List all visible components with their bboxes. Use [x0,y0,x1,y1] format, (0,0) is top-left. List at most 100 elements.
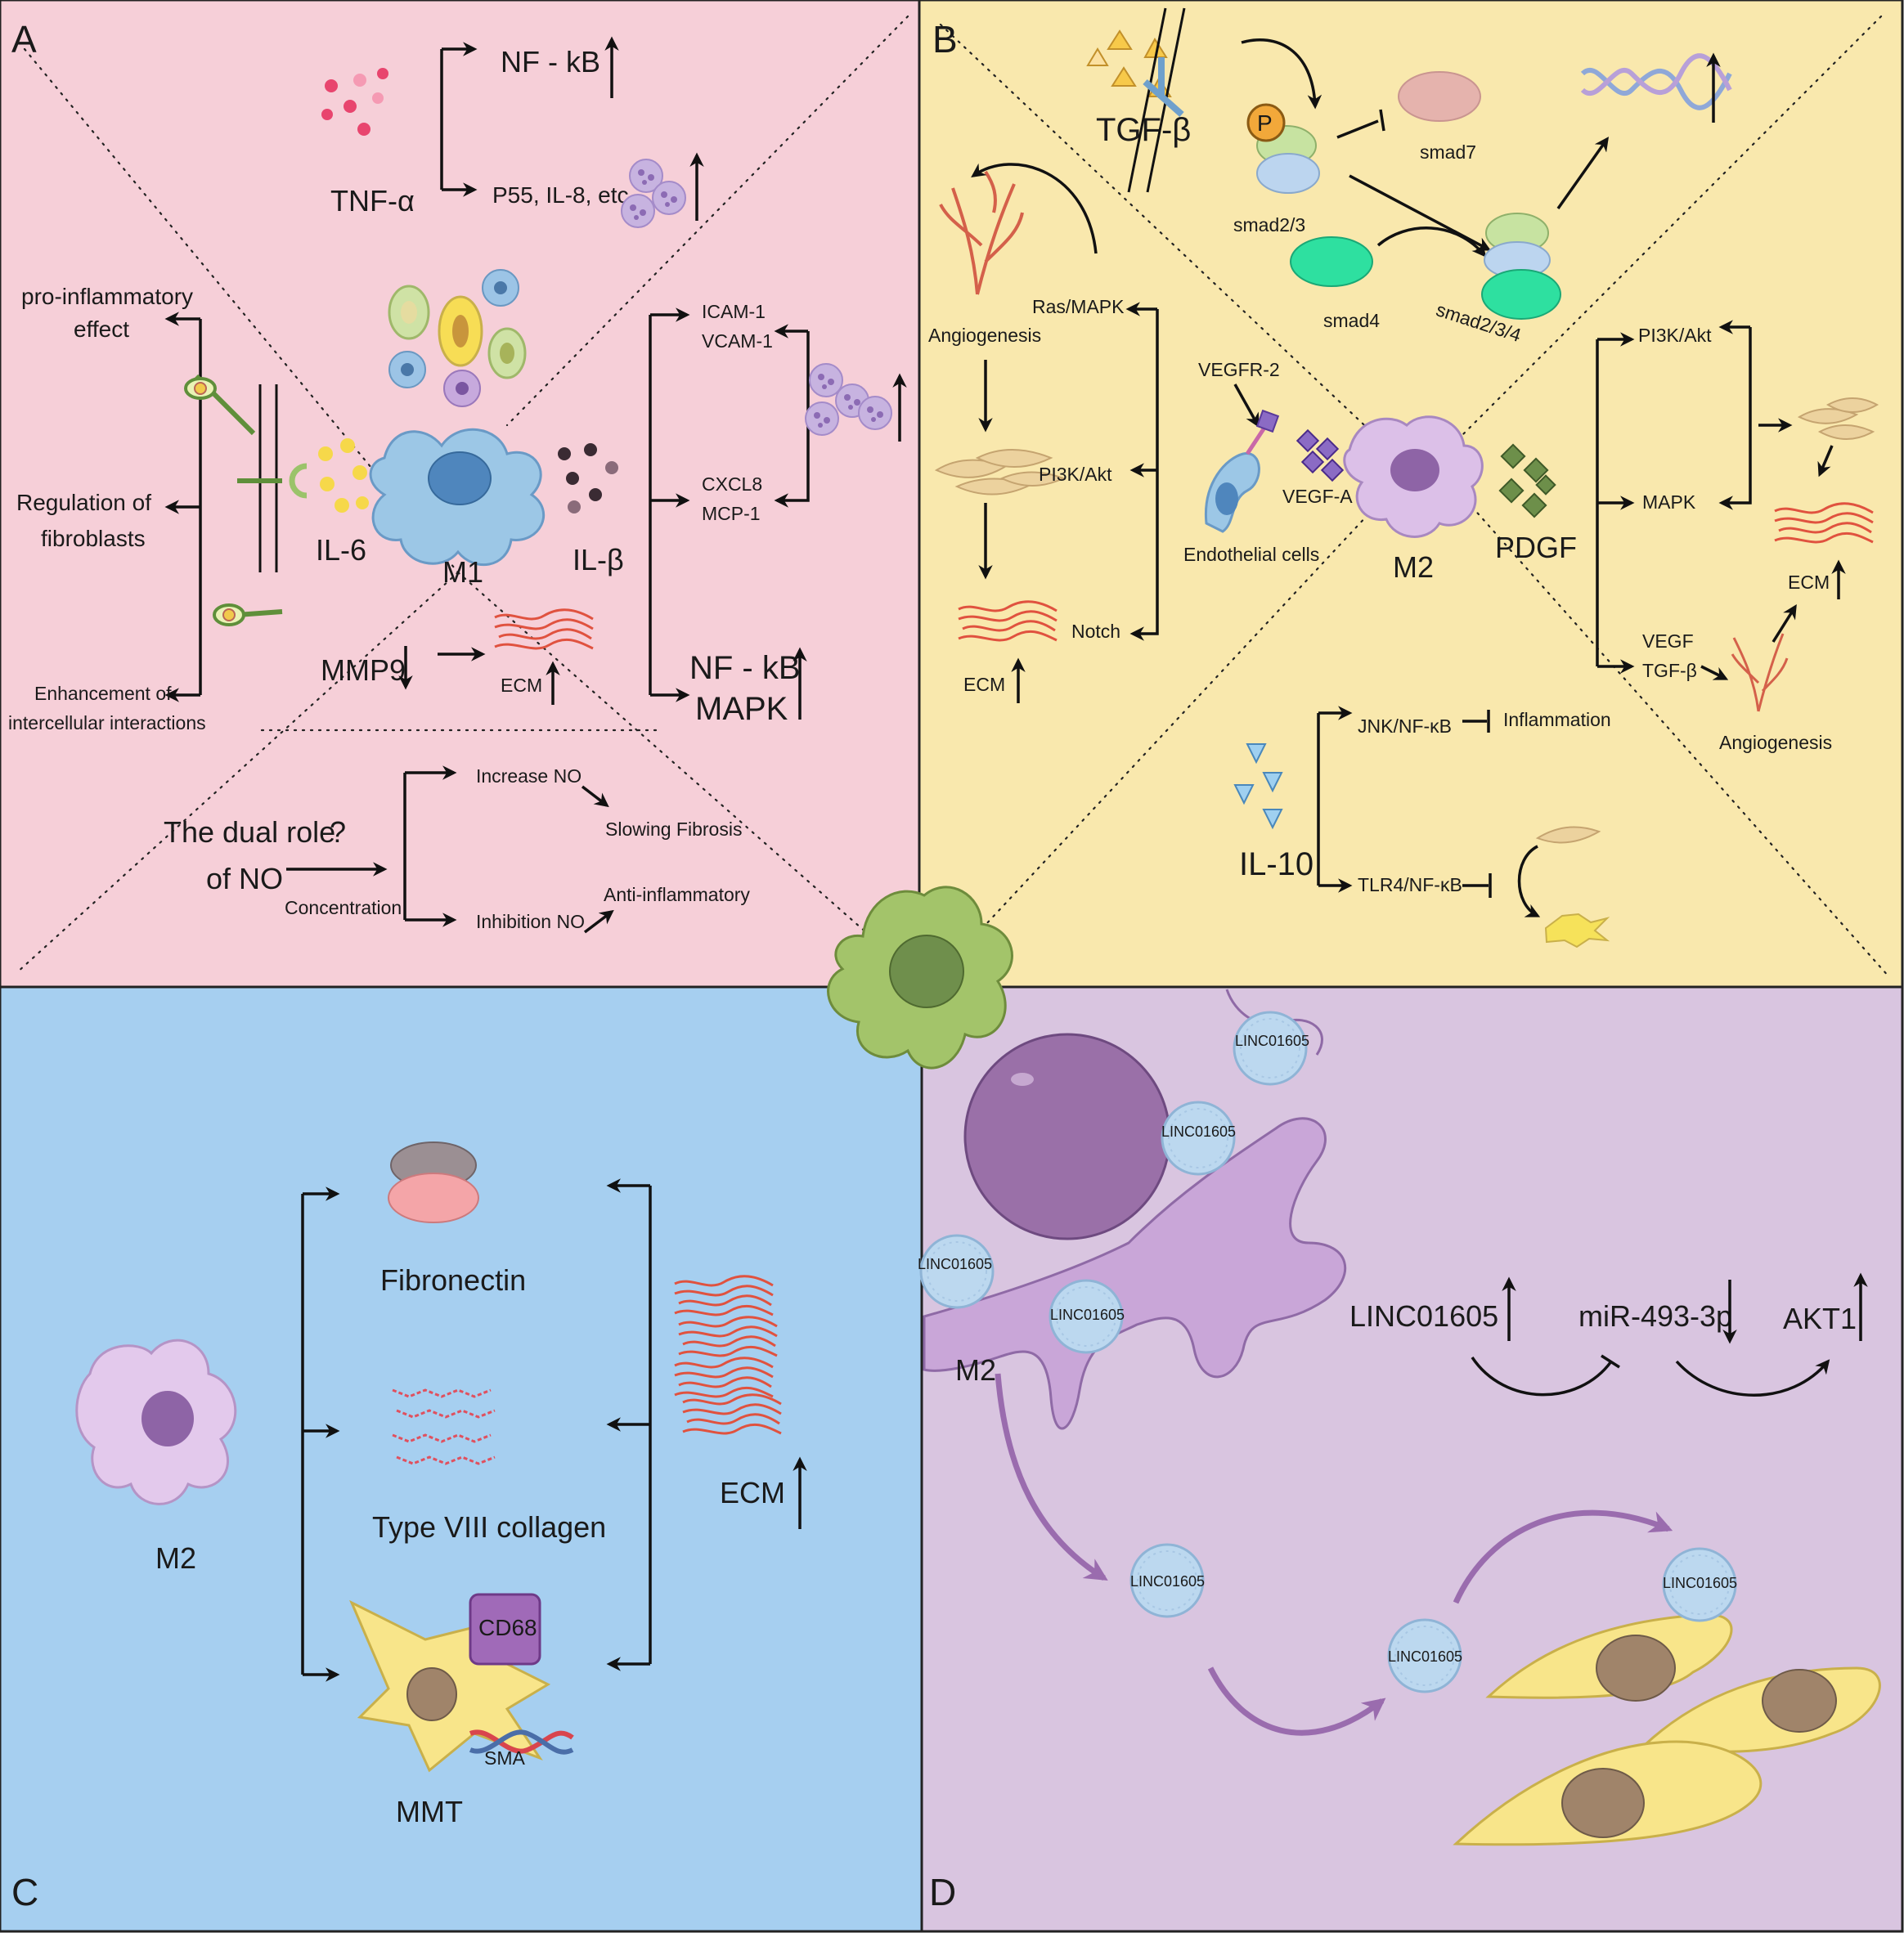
tnf-alpha-label: TNF-α [330,184,415,218]
vcam1-label: VCAM-1 [702,330,773,352]
il1-label: IL-β [573,543,624,576]
collagen-label: Type VIII collagen [372,1510,606,1544]
enhancement-line1: Enhancement of [34,683,172,704]
smad7-label: smad7 [1420,141,1476,163]
enhancement-line2: intercellular interactions [8,712,206,733]
sma-label: SMA [484,1747,526,1769]
exosome-1-label: LINC01605 [1235,1033,1309,1049]
mmt-label: MMT [396,1795,463,1828]
il1-molecules [558,443,618,514]
regulation-line1: Regulation of [16,490,151,515]
m2-d-label: M2 [955,1353,996,1387]
il10-label: IL-10 [1239,846,1313,882]
angiogenesis-right-icon [1731,633,1789,712]
m2-macrophage-b-icon [1343,415,1484,538]
il6-molecules [318,438,369,513]
endothelial-cell-icon [1204,409,1280,533]
m2-b-label: M2 [1393,550,1434,584]
fibroblasts-d-icon [1453,1613,1881,1846]
p55-il8-label: P55, IL-8, etc. [492,182,635,208]
smad23-complex-icon [1246,103,1320,194]
no-question: ? [330,815,346,849]
concentration-label: Concentration [285,897,402,918]
no-title-line1: The dual role [164,815,335,849]
exosome-6-label: LINC01605 [1388,1648,1462,1665]
tgf-beta-small-label: TGF-β [1642,660,1697,681]
m2-macrophage-d-icon [923,989,1347,1430]
immune-cells-cluster [388,269,527,407]
central-macrophage-icon [827,886,1013,1070]
pdgf-molecules [1498,443,1556,518]
m1-macrophage-icon [369,428,546,566]
fibroblast-cluster-icon [934,449,1066,496]
myofibroblast-icon [1544,913,1610,949]
smad4-label: smad4 [1323,310,1380,331]
ecm-right-label: ECM [1788,572,1830,593]
panel-a-letter: A [11,18,37,61]
pi3k-akt-right-label: PI3K/Akt [1638,325,1712,346]
p-label: P [1257,110,1273,136]
regulation-line2: fibroblasts [41,526,146,551]
mir-label: miR-493-3p [1578,1299,1732,1333]
dna-icon [1580,53,1732,110]
exosome-3-label: LINC01605 [918,1256,992,1272]
tlr4-nfkb-label: TLR4/NF-κB [1358,874,1462,895]
jnk-nfkb-label: JNK/NF-κB [1358,715,1452,737]
fibroblast-quiescent-icon [1535,826,1601,844]
m1-label: M1 [442,555,483,589]
mmp9-ecm-label: ECM [501,675,542,696]
smad7-icon [1398,71,1481,122]
akt1-label: AKT1 [1783,1302,1857,1335]
vegfa-label: VEGF-A [1282,486,1353,507]
increase-no-label: Increase NO [476,765,582,787]
fibronectin-label: Fibronectin [380,1263,526,1297]
angiogenesis-left-label: Angiogenesis [928,325,1041,346]
no-title-line2: of NO [206,862,283,895]
icam1-label: ICAM-1 [702,301,766,322]
angiogenesis-vessel-icon [939,170,1024,295]
ecm-left-label: ECM [963,674,1005,695]
smad4-icon [1290,236,1373,287]
il1-nfkb-label: NF - kB [689,650,801,686]
anti-inflammatory-label: Anti-inflammatory [604,884,750,905]
ecm-c-label: ECM [720,1476,785,1509]
pdgf-label: PDGF [1495,531,1577,564]
tnf-nfkb-label: NF - kB [501,45,600,78]
inflammation-label: Inflammation [1503,709,1611,730]
tnf-alpha-molecules [321,68,388,136]
collagen-icon [392,1388,496,1465]
slowing-fibrosis-label: Slowing Fibrosis [605,818,742,840]
il6-label: IL-6 [316,533,366,567]
panel-c-background [0,985,923,1933]
cd68-label: CD68 [478,1615,537,1640]
panel-c-letter: C [11,1871,38,1913]
m2-macrophage-c-icon [75,1339,237,1505]
vegfa-molecules [1296,428,1345,482]
vegfr2-label: VEGFR-2 [1198,359,1280,380]
panel-d-letter: D [929,1871,956,1913]
pro-inflammatory-line1: pro-inflammatory [21,284,193,309]
ras-mapk-label: Ras/MAPK [1032,296,1125,317]
panel-b-dividers [939,15,1891,979]
mcp1-label: MCP-1 [702,503,761,524]
exosome-7-label: LINC01605 [1663,1575,1737,1591]
pi3k-akt-left-label: PI3K/Akt [1039,464,1112,485]
mmt-cell-icon [349,1593,574,1773]
vegf-label: VEGF [1642,630,1694,652]
smad234-complex-icon [1481,213,1561,320]
exosome-2-label: LINC01605 [1161,1123,1236,1140]
il1-mapk-label: MAPK [695,691,788,727]
exosome-4-label: LINC01605 [1050,1307,1125,1323]
endothelial-cells-label: Endothelial cells [1183,544,1319,565]
exosome-5-label: LINC01605 [1130,1573,1205,1590]
fibroblast-cluster-right-icon [1797,397,1879,440]
fibronectin-icon [388,1141,479,1223]
pro-inflammatory-line2: effect [74,316,129,342]
mmp9-label: MMP9 [321,653,406,687]
inhibition-no-label: Inhibition NO [476,911,585,932]
notch-label: Notch [1071,621,1120,642]
angiogenesis-right-label: Angiogenesis [1719,732,1832,753]
linc01605-label: LINC01605 [1349,1299,1498,1333]
